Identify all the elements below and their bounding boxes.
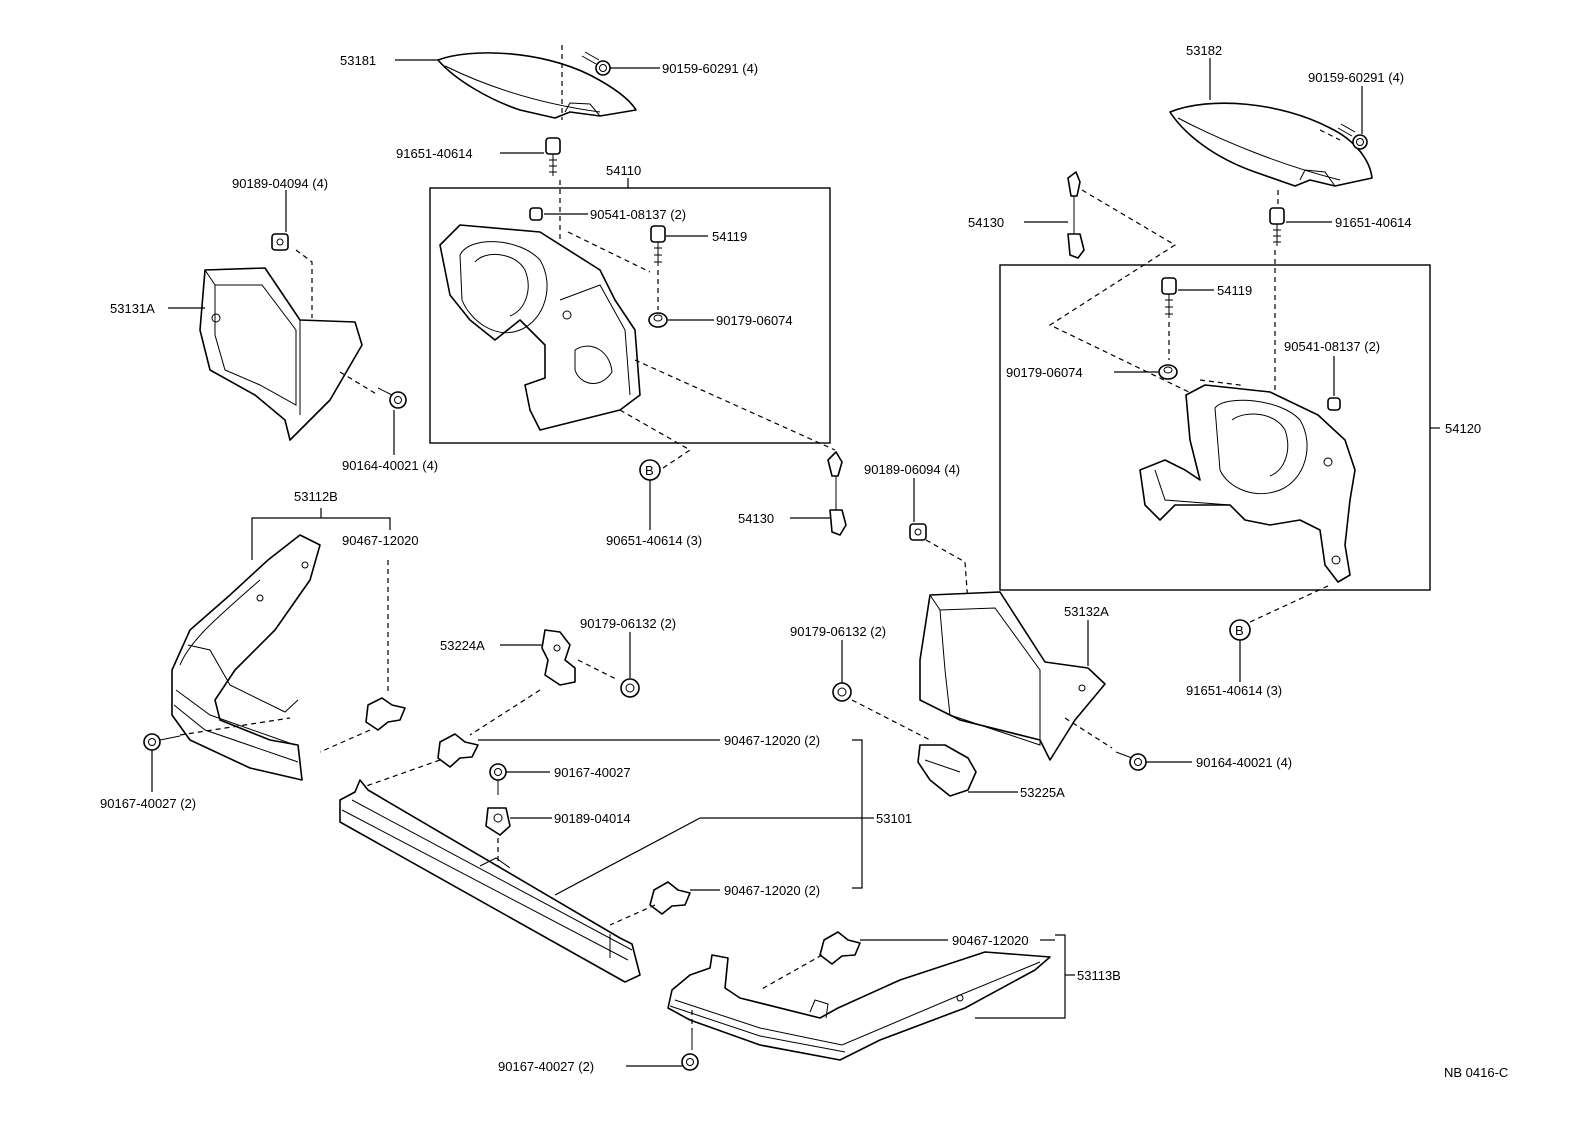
bolt-91651-left: [545, 137, 561, 176]
bolt-91651-right: [1269, 207, 1285, 246]
label-54119-left: 54119: [712, 229, 747, 244]
label-90159-right: 90159-60291 (4): [1308, 70, 1404, 85]
clip-90467-c: [649, 881, 691, 915]
part-headlamp-housing-left: [439, 224, 641, 431]
label-90467-b: 90467-12020 (2): [724, 733, 820, 748]
grommet-90179-06074-left: [648, 312, 668, 328]
part-53181: [437, 52, 637, 119]
bolt-90159-left: [581, 51, 611, 76]
label-90189-04014: 90189-04014: [554, 811, 631, 826]
label-90179-06132-right: 90179-06132 (2): [790, 624, 886, 639]
label-90541-right: 90541-08137 (2): [1284, 339, 1380, 354]
label-91651-3: 91651-40614 (3): [1186, 683, 1282, 698]
part-53131A: [199, 267, 363, 441]
part-53182: [1169, 102, 1373, 187]
label-90179-06074-left: 90179-06074: [716, 313, 793, 328]
callout-b-right: B: [1229, 619, 1251, 641]
nut-90541-left: [529, 207, 543, 221]
part-53225A: [917, 744, 977, 797]
part-53132A: [919, 591, 1106, 761]
label-53225A: 53225A: [1020, 785, 1065, 800]
label-91651-left: 91651-40614: [396, 146, 473, 161]
label-90651: 90651-40614 (3): [606, 533, 702, 548]
clip-90467-d: [819, 931, 861, 965]
label-53224A: 53224A: [440, 638, 485, 653]
label-90179-06074-right: 90179-06074: [1006, 365, 1083, 380]
label-53181: 53181: [340, 53, 376, 68]
part-53112B: [171, 534, 321, 781]
grommet-90179-06074-right: [1158, 364, 1178, 380]
nut-90179-06132-left: [620, 678, 640, 698]
label-53131A: 53131A: [110, 301, 155, 316]
label-54110: 54110: [606, 163, 641, 178]
screw-90167-left: [143, 733, 181, 751]
screw-90167-middle: [489, 763, 507, 795]
part-53113B: [667, 951, 1051, 1061]
label-90179-06132-left: 90179-06132 (2): [580, 616, 676, 631]
clip-90467-b: [437, 733, 479, 768]
assembly-box-54110: [429, 187, 831, 444]
part-54130-bottom: [827, 451, 847, 536]
screw-90164-right: [1115, 751, 1147, 771]
label-90467-c: 90467-12020 (2): [724, 883, 820, 898]
label-90467-d: 90467-12020: [952, 933, 1029, 948]
callout-b-left: B: [639, 459, 661, 481]
label-90167-middle: 90167-40027: [554, 765, 631, 780]
nut-90541-right: [1327, 397, 1341, 411]
bolt-54119-right: [1161, 277, 1177, 318]
screw-90164-left: [377, 387, 407, 409]
label-90467-a: 90467-12020: [342, 533, 419, 548]
label-90167-bottom: 90167-40027 (2): [498, 1059, 594, 1074]
part-53101: [339, 779, 641, 983]
callout-b-left-text: B: [645, 463, 654, 478]
part-headlamp-housing-right: [1139, 384, 1356, 583]
bolt-90159-right: [1337, 123, 1368, 150]
label-90189-04094: 90189-04094 (4): [232, 176, 328, 191]
label-54119-right: 54119: [1217, 283, 1252, 298]
part-54130-top: [1067, 171, 1085, 259]
nut-90189-04014: [485, 807, 511, 836]
label-90159-left: 90159-60291 (4): [662, 61, 758, 76]
label-54120: 54120: [1445, 421, 1481, 436]
part-53224A: [541, 629, 576, 686]
label-54130-top: 54130: [968, 215, 1004, 230]
label-53132A: 53132A: [1064, 604, 1109, 619]
nut-90179-06132-right: [832, 682, 852, 702]
label-54130-bottom: 54130: [738, 511, 774, 526]
nut-90189-06094: [909, 523, 927, 541]
clip-90467-a: [365, 697, 406, 731]
label-90164-left: 90164-40021 (4): [342, 458, 438, 473]
reference-code: NB 0416-C: [1444, 1065, 1508, 1080]
label-91651-right: 91651-40614: [1335, 215, 1412, 230]
label-90167-left: 90167-40027 (2): [100, 796, 196, 811]
bolt-54119-left: [650, 225, 666, 266]
callout-b-right-text: B: [1235, 623, 1244, 638]
label-53101: 53101: [876, 811, 912, 826]
label-90541-left: 90541-08137 (2): [590, 207, 686, 222]
label-53112B: 53112B: [294, 489, 338, 504]
screw-90167-bottom: [681, 1030, 699, 1071]
label-90189-06094: 90189-06094 (4): [864, 462, 960, 477]
label-53113B: 53113B: [1077, 968, 1121, 983]
label-53182: 53182: [1186, 43, 1222, 58]
nut-90189-04094: [271, 233, 289, 251]
label-90164-right: 90164-40021 (4): [1196, 755, 1292, 770]
